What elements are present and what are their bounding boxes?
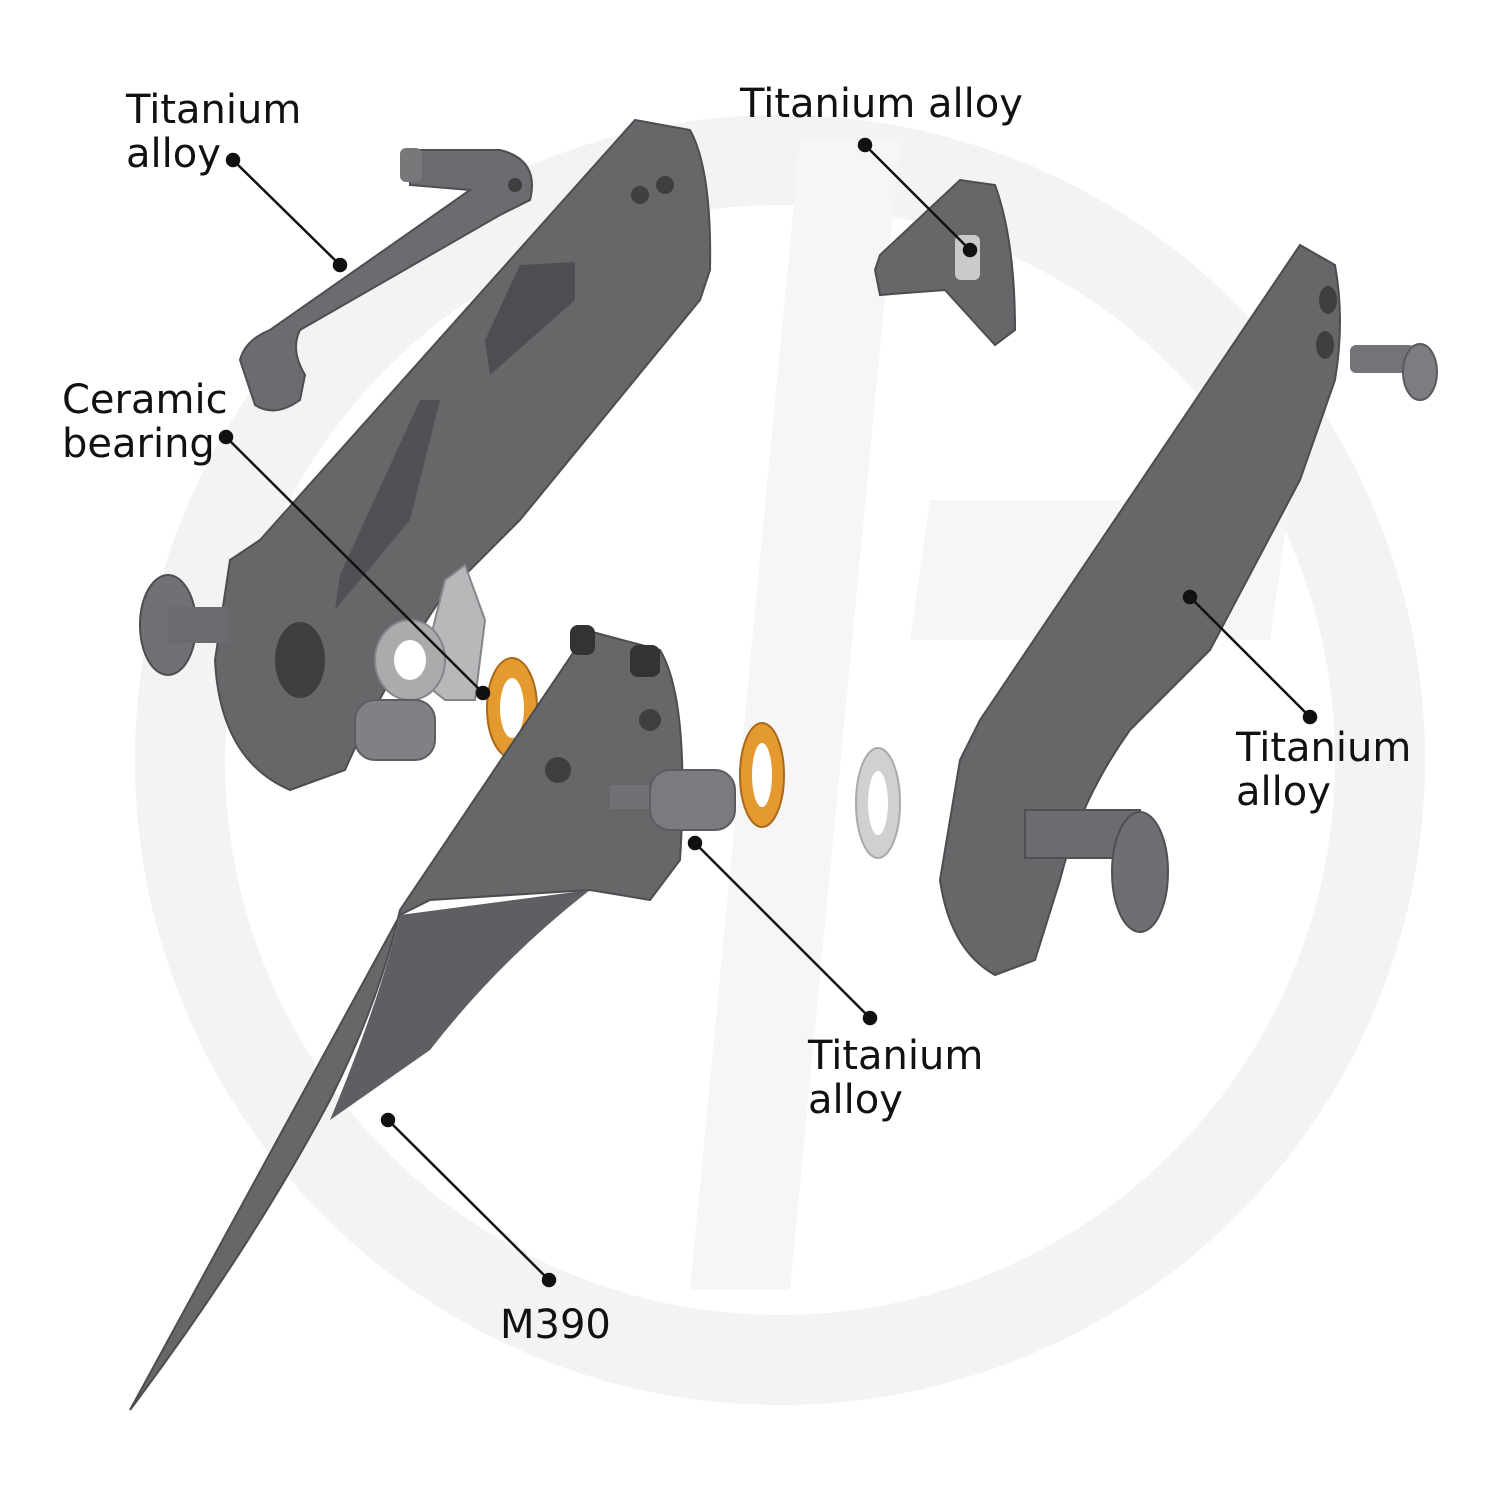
label-right-handle-line1: Titanium (1236, 725, 1412, 771)
label-bearing-line1: Ceramic (62, 377, 228, 423)
label-blade-line1: M390 (500, 1302, 611, 1348)
watermark-mark (690, 140, 1290, 1290)
leader-lines (218, 137, 1318, 1288)
leader-blade (380, 1112, 557, 1288)
background-watermark (135, 115, 1425, 1405)
pocket-clip (238, 148, 533, 412)
label-bearing-material: Ceramic bearing (62, 378, 228, 466)
blade (129, 625, 684, 1411)
left-handle-scale (213, 118, 712, 792)
label-lock-line1: Titanium alloy (740, 81, 1023, 127)
label-pivot-line2: alloy (808, 1077, 903, 1123)
leader-clip (225, 152, 348, 273)
label-lock-material: Titanium alloy (740, 82, 1023, 126)
label-right-handle-material: Titanium alloy (1236, 726, 1411, 814)
label-blade-material: M390 (500, 1303, 611, 1347)
label-right-handle-line2: alloy (1236, 769, 1331, 815)
label-pivot-material: Titanium alloy (808, 1034, 983, 1122)
label-clip-material: Titanium alloy (126, 88, 301, 176)
leader-lock (857, 137, 978, 258)
leader-right-handle (1182, 589, 1318, 725)
leader-pivot (687, 835, 878, 1026)
label-pivot-line1: Titanium (808, 1033, 984, 1079)
label-bearing-line2: bearing (62, 421, 215, 467)
leader-bearing (218, 429, 491, 701)
left-pivot-screw (139, 574, 228, 676)
ceramic-bearing-right (739, 722, 785, 828)
label-clip-line2: alloy (126, 131, 221, 177)
lock-components (354, 563, 487, 761)
right-handle-scale (938, 243, 1341, 977)
pivot-bushing (610, 769, 736, 831)
washer (855, 747, 901, 859)
label-clip-line1: Titanium (126, 87, 302, 133)
right-handle-screw (1350, 343, 1438, 401)
